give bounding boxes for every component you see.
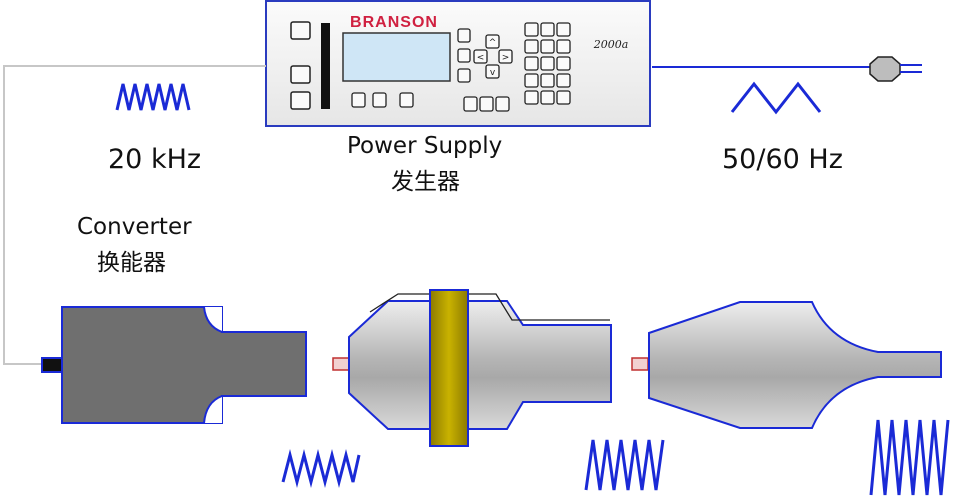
arrow-right-icon: >	[502, 53, 510, 63]
keypad-key	[290, 65, 311, 84]
horn-stud	[631, 357, 649, 371]
keypad-key	[457, 48, 471, 63]
converter-body	[61, 306, 307, 424]
booster-clamp-ring	[429, 289, 469, 447]
brand-logo-text: BRANSON	[350, 14, 438, 31]
ultrasonic-frequency-label: 20 kHz	[108, 144, 202, 175]
booster-unit	[332, 289, 612, 447]
arrow-down-icon: v	[490, 68, 496, 78]
power-supply-unit: BRANSON ^ < > v	[265, 0, 651, 127]
keypad-key	[290, 91, 311, 110]
arrow-left-icon: <	[477, 53, 485, 63]
model-number-text: 2000a	[593, 38, 629, 51]
wave-high-amplitude-icon	[869, 419, 950, 496]
converter-connector	[41, 357, 63, 373]
booster-stud	[332, 357, 350, 371]
wave-mid-amplitude-icon	[584, 439, 665, 491]
booster-edge-line	[369, 293, 610, 321]
keypad-key	[399, 92, 414, 108]
converter-label: Converter	[77, 214, 192, 240]
keypad-key	[479, 96, 494, 112]
converter-label-zh: 换能器	[97, 250, 166, 276]
status-bar	[321, 23, 330, 109]
keypad-key	[457, 28, 471, 43]
power-supply-label-zh: 发生器	[391, 169, 460, 195]
arrow-keypad: ^ < > v	[473, 34, 513, 79]
mains-frequency-label: 50/60 Hz	[722, 144, 843, 175]
converter-unit	[41, 306, 307, 424]
plug-icon	[869, 56, 922, 82]
numeric-keypad	[524, 22, 571, 105]
keypad-key	[351, 92, 366, 108]
ultrasonic-wave-icon	[115, 83, 191, 111]
keypad-key	[457, 68, 471, 83]
arrow-up-icon: ^	[489, 38, 497, 48]
lcd-screen	[342, 32, 451, 82]
wave-low-amplitude-icon	[281, 449, 361, 488]
horn-body	[648, 301, 942, 429]
keypad-key	[290, 21, 311, 40]
keypad-key	[495, 96, 510, 112]
power-supply-label: Power Supply	[347, 133, 503, 159]
converter-cable	[3, 65, 266, 365]
keypad-key	[372, 92, 387, 108]
horn-unit	[631, 301, 942, 429]
keypad-key	[463, 96, 478, 112]
mains-wave-icon	[730, 81, 822, 115]
